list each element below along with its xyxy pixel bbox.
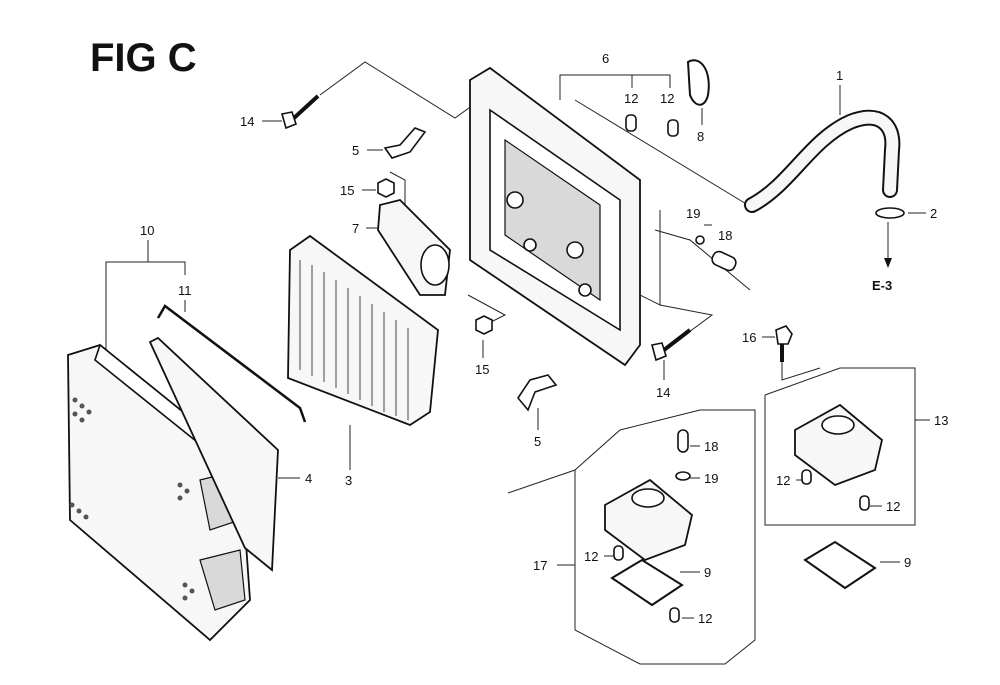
label-17: 17 bbox=[533, 558, 547, 573]
label-10: 10 bbox=[140, 223, 154, 238]
label-18-top: 18 bbox=[718, 228, 732, 243]
clip-top bbox=[383, 127, 427, 159]
breather-hose bbox=[744, 109, 901, 213]
nut-top bbox=[377, 178, 395, 198]
label-14-bottom: 14 bbox=[656, 385, 670, 400]
label-12-b: 12 bbox=[660, 91, 674, 106]
grommet bbox=[686, 59, 710, 106]
arrow-head bbox=[884, 258, 892, 268]
bolt-16 bbox=[775, 325, 793, 362]
label-15-top: 15 bbox=[340, 183, 354, 198]
label-14-top: 14 bbox=[240, 114, 254, 129]
bolt-bottom bbox=[651, 328, 692, 362]
collar-top bbox=[695, 235, 737, 272]
pre-filter bbox=[148, 336, 279, 572]
label-9-right: 9 bbox=[904, 555, 911, 570]
label-8: 8 bbox=[697, 129, 704, 144]
part-labels: 1 2 3 4 5 5 6 7 8 9 9 10 11 12 12 12 12 … bbox=[140, 51, 948, 626]
pin-set-top bbox=[625, 114, 679, 137]
label-5-top: 5 bbox=[352, 143, 359, 158]
label-19-top: 19 bbox=[686, 206, 700, 221]
cover-vent-holes bbox=[69, 397, 195, 601]
label-5-bottom: 5 bbox=[534, 434, 541, 449]
label-12-e: 12 bbox=[584, 549, 598, 564]
case-gasket bbox=[377, 199, 451, 296]
air-cleaner-case bbox=[469, 66, 641, 367]
label-9-mid: 9 bbox=[704, 565, 711, 580]
label-6: 6 bbox=[602, 51, 609, 66]
label-3: 3 bbox=[345, 473, 352, 488]
hose-clamp bbox=[875, 207, 905, 219]
reference-e3: E-3 bbox=[872, 278, 892, 293]
label-18-bottom: 18 bbox=[704, 439, 718, 454]
label-12-f: 12 bbox=[698, 611, 712, 626]
label-13: 13 bbox=[934, 413, 948, 428]
clip-bottom bbox=[517, 374, 558, 412]
label-2: 2 bbox=[930, 206, 937, 221]
label-12-c: 12 bbox=[776, 473, 790, 488]
leader-lines bbox=[105, 61, 930, 665]
wire-clip bbox=[156, 304, 307, 423]
label-7: 7 bbox=[352, 221, 359, 236]
label-1: 1 bbox=[836, 68, 843, 83]
label-4: 4 bbox=[305, 471, 312, 486]
label-16: 16 bbox=[742, 330, 756, 345]
nut-bottom bbox=[475, 315, 493, 335]
figure-title: FIG C bbox=[90, 36, 197, 80]
label-15-bottom: 15 bbox=[475, 362, 489, 377]
label-12-a: 12 bbox=[624, 91, 638, 106]
bolt-top bbox=[280, 94, 320, 130]
adapter-housing-13 bbox=[794, 403, 884, 511]
label-12-d: 12 bbox=[886, 499, 900, 514]
filter-element bbox=[287, 234, 439, 427]
adapter-housing-17 bbox=[604, 429, 694, 623]
label-11: 11 bbox=[178, 283, 192, 298]
gasket-right bbox=[803, 540, 877, 590]
label-19-bottom: 19 bbox=[704, 471, 718, 486]
